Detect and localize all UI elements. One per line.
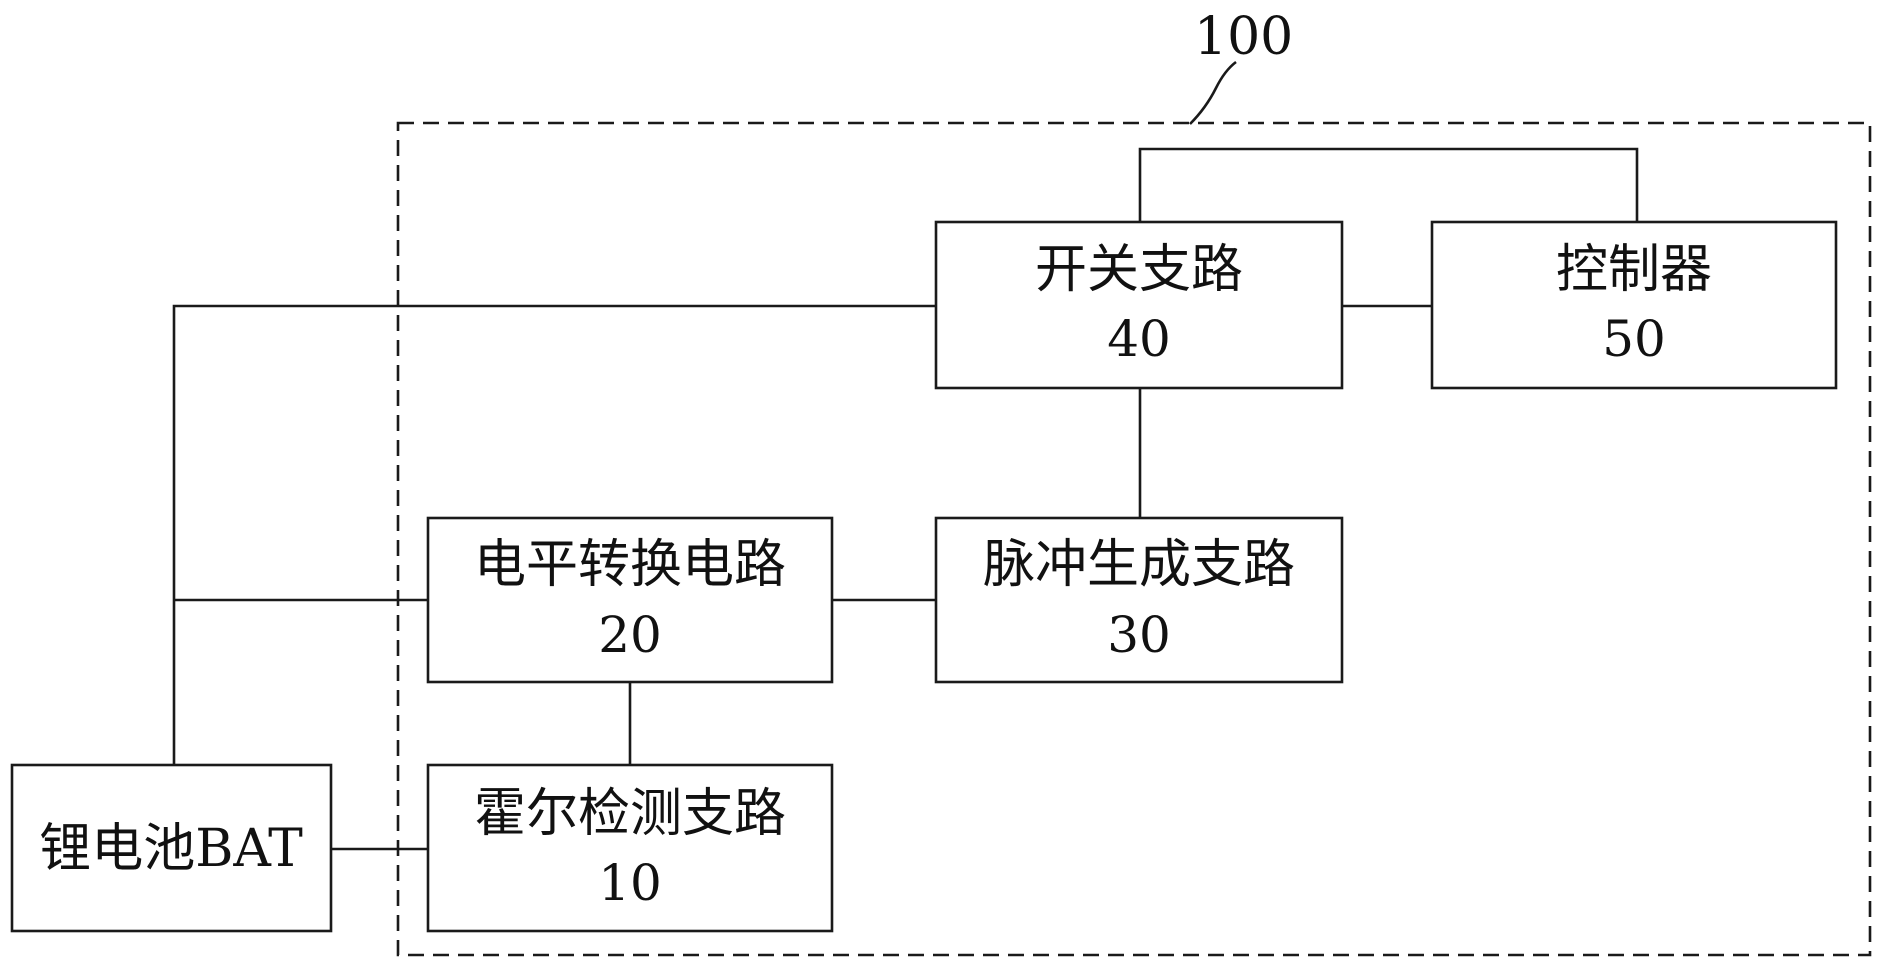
- wire-switch-controller-top-loop: [1138, 147, 1639, 222]
- battery-name: 锂电池BAT: [39, 819, 303, 879]
- pulse-generation-number: 30: [1107, 606, 1171, 664]
- battery-block: 锂电池BAT: [10, 763, 333, 933]
- wire-battery-to-switch: [172, 304, 936, 765]
- controller-name: 控制器: [1556, 240, 1712, 300]
- pulse-generation-name: 脉冲生成支路: [983, 535, 1295, 595]
- system-boundary-frame: [396, 121, 1872, 957]
- hall-detection-number: 10: [598, 854, 662, 912]
- pulse-generation-block: 脉冲生成支路 30: [934, 516, 1344, 684]
- system-reference-label: 100: [1194, 7, 1293, 67]
- controller-number: 50: [1602, 310, 1666, 368]
- level-shift-number: 20: [598, 606, 662, 664]
- reference-leader-line: [1189, 60, 1237, 125]
- controller-block: 控制器 50: [1430, 220, 1838, 390]
- hall-detection-block: 霍尔检测支路 10: [426, 763, 834, 933]
- level-shift-block: 电平转换电路 20: [426, 516, 834, 684]
- switch-branch-name: 开关支路: [1035, 240, 1243, 300]
- hall-detection-name: 霍尔检测支路: [474, 784, 786, 844]
- switch-branch-block: 开关支路 40: [934, 220, 1344, 390]
- switch-branch-number: 40: [1107, 310, 1171, 368]
- level-shift-name: 电平转换电路: [474, 535, 786, 595]
